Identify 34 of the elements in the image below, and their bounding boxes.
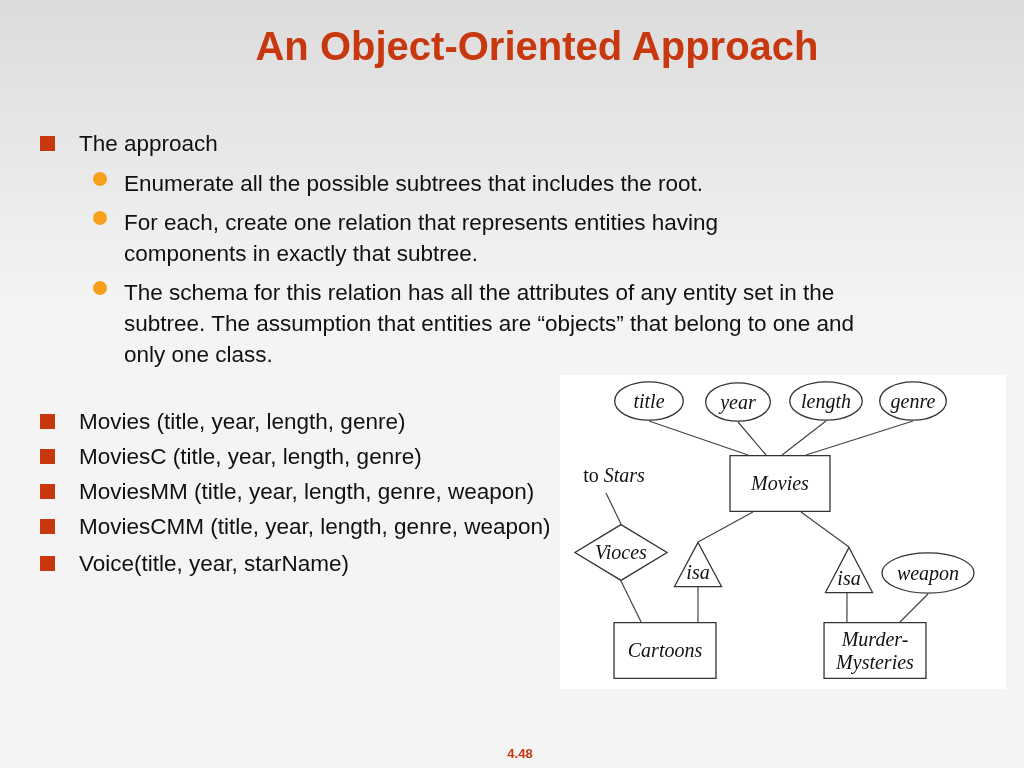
connector-line	[620, 580, 642, 623]
connector-line	[781, 420, 827, 456]
bullet-text: MoviesC (title, year, length, genre)	[79, 443, 423, 471]
attribute-ellipse: weapon	[881, 552, 975, 594]
attribute-ellipse: length	[789, 381, 863, 421]
sub-bullet-text: For each, create one relation that represents entities having components in exactly that subtree.	[124, 209, 720, 268]
sub-bullet-text: The schema for this relation has all the attributes of any entity set in the subtree. The assumption that entities are “objects” that belong to one and only one class.	[124, 279, 856, 369]
bullet-text: MoviesMM (title, year, length, genre, weapon)	[79, 478, 536, 506]
connector-line	[605, 492, 622, 525]
connector-line	[899, 593, 929, 623]
bullet-text: Movies (title, year, length, genre)	[79, 408, 407, 436]
connector-line	[805, 420, 914, 456]
relationship-target-text: to Stars	[574, 460, 654, 490]
attribute-ellipse: title	[614, 381, 684, 421]
entity-box: Murder-Mysteries	[823, 622, 927, 679]
sub-bullet-text: Enumerate all the possible subtrees that includes the root.	[124, 170, 705, 198]
connector-line	[648, 420, 749, 456]
connector-line	[697, 511, 754, 543]
slide-title: An Object-Oriented Approach	[254, 24, 820, 69]
relationship-diamond: Vioces	[574, 524, 668, 581]
connector-line	[800, 511, 850, 548]
bullet-text: MoviesCMM (title, year, length, genre, weapon)	[79, 513, 552, 541]
attribute-ellipse: genre	[879, 381, 947, 421]
isa-triangle: isa	[674, 542, 722, 587]
entity-box: Cartoons	[613, 622, 717, 679]
connector-line	[737, 421, 767, 456]
page-number: 4.48	[506, 746, 534, 761]
attribute-ellipse: year	[705, 382, 771, 422]
isa-triangle: isa	[825, 547, 873, 593]
bullet-text: The approach	[79, 130, 219, 158]
entity-box: Movies	[729, 455, 831, 512]
connector-line	[846, 592, 848, 623]
connector-line	[697, 586, 699, 623]
bullet-text: Voice(title, year, starName)	[79, 550, 351, 578]
